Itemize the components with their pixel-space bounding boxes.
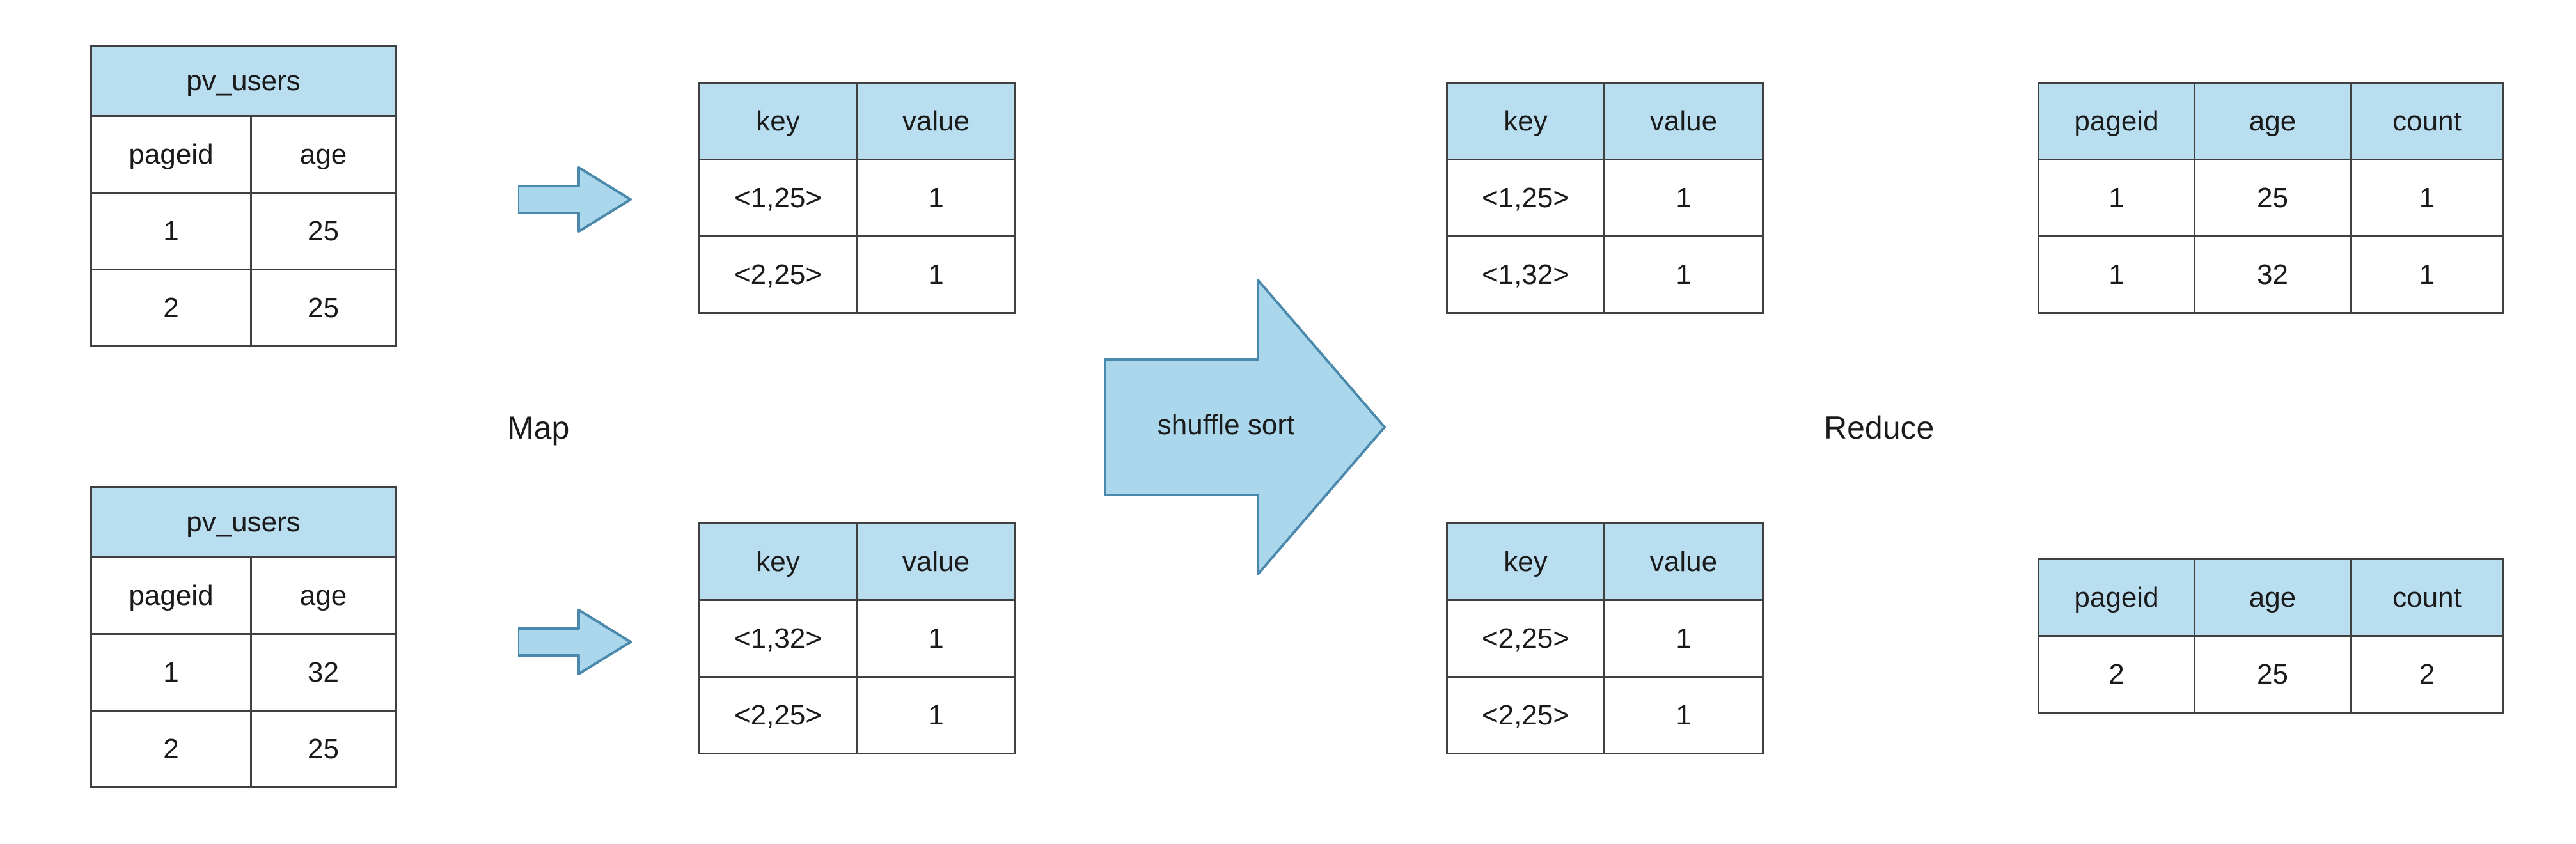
column-header: value bbox=[1603, 82, 1764, 160]
table-cell: 1 bbox=[2038, 159, 2195, 237]
table-cell: 32 bbox=[249, 633, 397, 712]
column-header: count bbox=[2350, 82, 2504, 160]
shuffle-output-table-top: key value <1,25> 1 <1,32> 1 bbox=[1446, 82, 1764, 314]
shuffle-sort-arrow-icon: shuffle sort bbox=[1104, 276, 1388, 578]
table-cell: <2,25> bbox=[698, 676, 858, 754]
map-output-table-top: key value <1,25> 1 <2,25> 1 bbox=[698, 82, 1016, 314]
table-cell: 25 bbox=[2194, 159, 2352, 237]
table-cell: 1 bbox=[1603, 676, 1764, 754]
column-header: key bbox=[1446, 522, 1605, 601]
table-cell: 1 bbox=[856, 599, 1016, 678]
table-cell: 2 bbox=[2038, 635, 2195, 714]
shuffle-output-table-bottom: key value <2,25> 1 <2,25> 1 bbox=[1446, 522, 1764, 754]
table-cell: 25 bbox=[249, 269, 397, 347]
table-cell: 1 bbox=[2350, 235, 2504, 314]
column-header: value bbox=[856, 522, 1016, 601]
table-cell: 1 bbox=[90, 192, 252, 270]
table-cell: <2,25> bbox=[1446, 599, 1605, 678]
map-arrow-bottom-icon bbox=[518, 607, 633, 676]
source-table-top: pv_users pageid age 1 25 2 25 bbox=[90, 45, 397, 347]
column-header: pageid bbox=[90, 556, 252, 635]
source-table-bottom: pv_users pageid age 1 32 2 25 bbox=[90, 486, 397, 788]
table-cell: <1,25> bbox=[1446, 159, 1605, 237]
table-title: pv_users bbox=[90, 45, 397, 117]
table-cell: 1 bbox=[2038, 235, 2195, 314]
table-cell: 2 bbox=[90, 710, 252, 788]
table-cell: 25 bbox=[249, 710, 397, 788]
map-arrow-top-icon bbox=[518, 165, 633, 234]
table-cell: 1 bbox=[856, 159, 1016, 237]
map-output-table-bottom: key value <1,32> 1 <2,25> 1 bbox=[698, 522, 1016, 754]
table-cell: 2 bbox=[2350, 635, 2504, 714]
column-header: age bbox=[249, 556, 397, 635]
reduce-label: Reduce bbox=[1824, 410, 1935, 446]
table-cell: 25 bbox=[2194, 635, 2352, 714]
reduce-output-table-top: pageid age count 1 25 1 1 32 1 bbox=[2038, 82, 2504, 314]
table-cell: <2,25> bbox=[698, 235, 858, 314]
column-header: age bbox=[2194, 82, 2352, 160]
column-header: age bbox=[2194, 558, 2352, 637]
column-header: value bbox=[1603, 522, 1764, 601]
table-cell: 32 bbox=[2194, 235, 2352, 314]
map-label: Map bbox=[507, 410, 570, 446]
column-header: key bbox=[698, 522, 858, 601]
table-cell: <2,25> bbox=[1446, 676, 1605, 754]
column-header: count bbox=[2350, 558, 2504, 637]
table-cell: 1 bbox=[2350, 159, 2504, 237]
table-cell: <1,25> bbox=[698, 159, 858, 237]
table-cell: 1 bbox=[1603, 159, 1764, 237]
shuffle-sort-label: shuffle sort bbox=[1157, 409, 1295, 441]
column-header: value bbox=[856, 82, 1016, 160]
reduce-output-table-bottom: pageid age count 2 25 2 bbox=[2038, 558, 2504, 714]
column-header: pageid bbox=[2038, 82, 2195, 160]
table-title: pv_users bbox=[90, 486, 397, 558]
column-header: age bbox=[249, 115, 397, 194]
table-cell: 1 bbox=[856, 676, 1016, 754]
table-cell: 25 bbox=[249, 192, 397, 270]
column-header: pageid bbox=[90, 115, 252, 194]
table-cell: 1 bbox=[1603, 235, 1764, 314]
table-cell: <1,32> bbox=[698, 599, 858, 678]
table-cell: 1 bbox=[856, 235, 1016, 314]
table-cell: <1,32> bbox=[1446, 235, 1605, 314]
table-cell: 1 bbox=[90, 633, 252, 712]
column-header: pageid bbox=[2038, 558, 2195, 637]
table-cell: 1 bbox=[1603, 599, 1764, 678]
column-header: key bbox=[1446, 82, 1605, 160]
column-header: key bbox=[698, 82, 858, 160]
table-cell: 2 bbox=[90, 269, 252, 347]
